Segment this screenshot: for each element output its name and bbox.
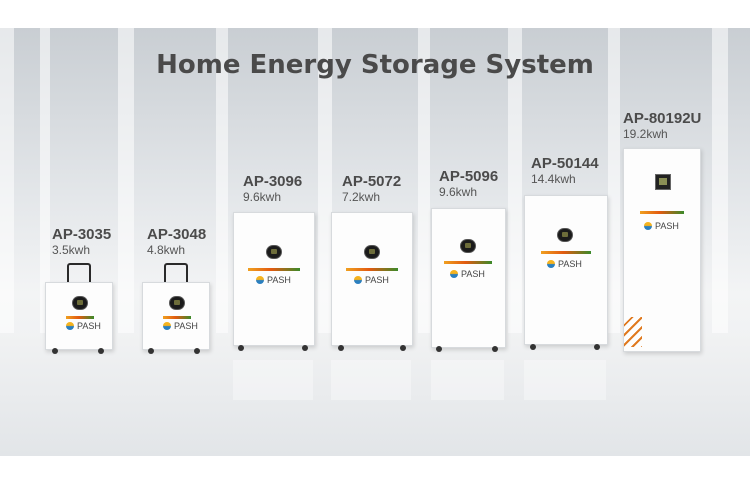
capacity: 9.6kwh: [243, 190, 282, 204]
pash-text: PASH: [267, 275, 291, 285]
pash-text: PASH: [174, 321, 198, 331]
brand-logo: [541, 251, 591, 254]
display-icon: [460, 239, 476, 253]
background-stripe: [712, 28, 728, 333]
pash-logo: PASH: [66, 321, 101, 331]
wheel-icon: [238, 345, 244, 351]
brand-logo: [248, 268, 300, 271]
trolley-handle: [164, 263, 188, 285]
pash-text: PASH: [558, 259, 582, 269]
wheel-icon: [594, 344, 600, 350]
model-name: AP-80192U: [623, 110, 702, 127]
battery-unit: PASH: [233, 212, 315, 346]
wheel-icon: [338, 345, 344, 351]
brand-logo: [346, 268, 398, 271]
brand-logo: [640, 211, 684, 214]
model-name: AP-3096: [243, 173, 303, 190]
reflection: [431, 360, 504, 400]
reflection: [331, 360, 411, 400]
pash-logo: PASH: [354, 275, 389, 285]
display-icon: [169, 296, 185, 310]
battery-unit: PASH: [331, 212, 413, 346]
pash-logo: PASH: [450, 269, 485, 279]
product-label: AP-3048 4.8kwh: [147, 226, 206, 258]
wheel-icon: [98, 348, 104, 354]
pash-logo: PASH: [256, 275, 291, 285]
floor: [0, 333, 750, 456]
background-stripe: [318, 28, 332, 333]
product-label: AP-80192U 19.2kwh: [623, 110, 701, 142]
pash-logo-icon: [547, 260, 555, 268]
reflection: [233, 360, 313, 400]
pash-text: PASH: [655, 221, 679, 231]
wheel-icon: [52, 348, 58, 354]
model-name: AP-3048: [147, 226, 207, 243]
pash-logo: PASH: [644, 221, 679, 231]
wheel-icon: [302, 345, 308, 351]
model-name: AP-50144: [531, 155, 599, 172]
product-label: AP-50144 14.4kwh: [531, 155, 599, 187]
wheel-icon: [492, 346, 498, 352]
brand-logo: [66, 316, 94, 319]
banner-title: Home Energy Storage System: [156, 50, 594, 80]
wheel-icon: [148, 348, 154, 354]
display-icon: [266, 245, 282, 259]
brand-logo: [444, 261, 492, 264]
battery-unit: PASH: [623, 148, 701, 352]
wheel-icon: [194, 348, 200, 354]
background-stripe: [0, 28, 14, 333]
product-label: AP-5096 9.6kwh: [439, 168, 498, 200]
battery-unit: PASH: [45, 282, 113, 350]
model-name: AP-3035: [52, 226, 112, 243]
wheel-icon: [436, 346, 442, 352]
battery-unit: PASH: [524, 195, 608, 345]
trolley-handle: [67, 263, 91, 285]
pash-logo: PASH: [547, 259, 582, 269]
display-icon: [72, 296, 88, 310]
background-stripe: [508, 28, 522, 333]
wheel-icon: [400, 345, 406, 351]
capacity: 4.8kwh: [147, 243, 186, 257]
background-stripe: [608, 28, 620, 333]
model-name: AP-5096: [439, 168, 499, 185]
background-stripe: [118, 28, 134, 333]
capacity: 3.5kwh: [52, 243, 91, 257]
background-stripe: [418, 28, 430, 333]
product-label: AP-5072 7.2kwh: [342, 173, 401, 205]
capacity: 19.2kwh: [623, 127, 668, 141]
battery-unit: PASH: [142, 282, 210, 350]
battery-unit: PASH: [431, 208, 506, 348]
display-icon: [364, 245, 380, 259]
background-stripe: [40, 28, 50, 333]
capacity: 7.2kwh: [342, 190, 381, 204]
product-label: AP-3035 3.5kwh: [52, 226, 111, 258]
pash-logo-icon: [256, 276, 264, 284]
display-icon: [557, 228, 573, 242]
pash-logo: PASH: [163, 321, 198, 331]
product-label: AP-3096 9.6kwh: [243, 173, 302, 205]
wheel-icon: [530, 344, 536, 350]
reflection: [524, 360, 606, 400]
pash-logo-icon: [66, 322, 74, 330]
pash-logo-icon: [450, 270, 458, 278]
background-stripe: [216, 28, 228, 333]
brand-logo: [163, 316, 191, 319]
model-name: AP-5072: [342, 173, 402, 190]
capacity: 9.6kwh: [439, 185, 478, 199]
pash-text: PASH: [77, 321, 101, 331]
pash-text: PASH: [365, 275, 389, 285]
pash-logo-icon: [644, 222, 652, 230]
capacity: 14.4kwh: [531, 172, 576, 186]
pash-text: PASH: [461, 269, 485, 279]
screen-icon: [655, 174, 671, 190]
warning-stripes: [624, 317, 642, 347]
pash-logo-icon: [163, 322, 171, 330]
pash-logo-icon: [354, 276, 362, 284]
